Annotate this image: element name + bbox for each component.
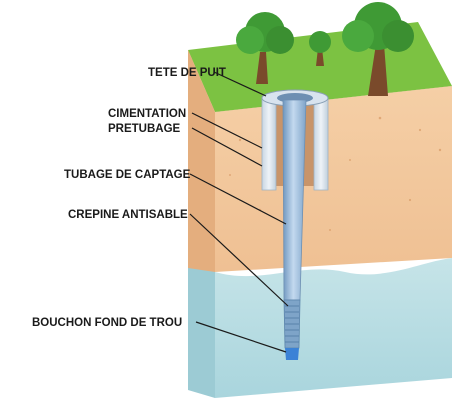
label-cementation: CIMENTATION: [108, 108, 186, 120]
leader-lines: [189, 71, 289, 353]
tree-right: [342, 2, 414, 96]
tree-small: [309, 31, 331, 66]
casing-pipe: [282, 99, 307, 301]
bottom-plug: [285, 348, 299, 360]
label-pretubage: PRETUBAGE: [108, 123, 181, 135]
well: [261, 89, 329, 360]
water-table-side: [188, 268, 215, 398]
label-wellhead: TETE DE PUIT: [148, 67, 226, 79]
soil-main-face: [215, 86, 452, 272]
label-screen: CREPINE ANTISABLE: [68, 209, 188, 221]
tree-left: [236, 12, 294, 84]
label-bottom-plug: BOUCHON FOND DE TROU: [32, 317, 182, 329]
pretubage-sleeve: [261, 97, 277, 191]
label-casing: TUBAGE DE CAPTAGE: [64, 169, 191, 181]
water-table-front: [215, 258, 452, 398]
